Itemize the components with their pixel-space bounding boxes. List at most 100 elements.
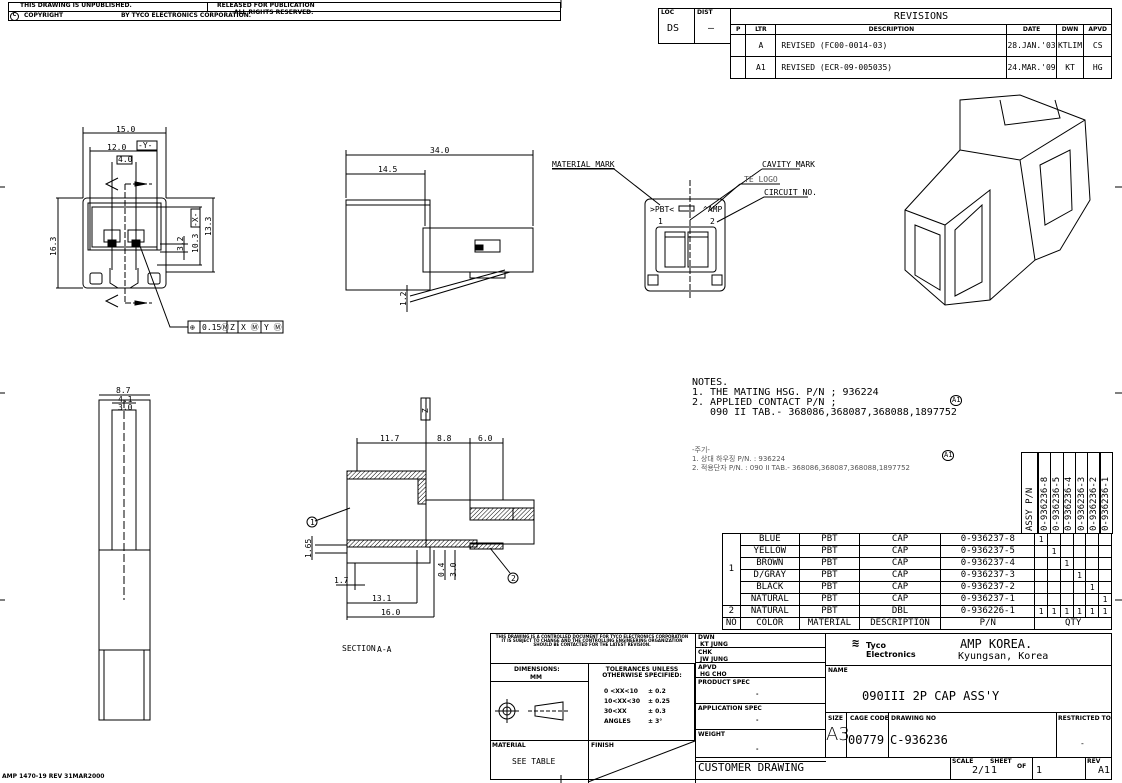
balloon-1: 1 (310, 518, 315, 527)
section-label: SECTION (342, 644, 376, 653)
amp-mark: ^AMP (703, 205, 722, 214)
section-view (306, 397, 535, 620)
notes: NOTES. 1. THE MATING HSG. P/N ; 936224 2… (692, 378, 957, 418)
dim-8-8: 8.8 (437, 434, 452, 443)
side-view (345, 150, 534, 312)
notes-title: NOTES. (692, 377, 729, 388)
size-value: A3 (826, 724, 850, 745)
copyright-icon: C (10, 12, 19, 21)
dim-15: 15.0 (116, 125, 135, 134)
dist-label: DIST (697, 9, 713, 16)
fcf-datum-x: X Ⓜ (241, 323, 259, 332)
bom-column-header: QTY (1034, 617, 1112, 630)
section-id: A-A (377, 645, 392, 654)
dim-12: 12.0 (107, 143, 126, 152)
datum-x: -X- (191, 213, 200, 227)
bom-column-header: NO (722, 617, 741, 630)
company-name: AMP KOREA. (960, 637, 1033, 651)
tolerance-range: 0 <XX<10 (604, 688, 638, 695)
te-logo-label: TE LOGO (744, 175, 778, 184)
restricted-value: - (1080, 739, 1085, 748)
top-view (98, 394, 151, 721)
material-mark-label: MATERIAL MARK (552, 160, 615, 169)
tolerance-value: ± 3° (648, 718, 663, 725)
weight-cell: WEIGHT- (696, 730, 826, 762)
dimensions-value: MM (530, 674, 542, 681)
of-value: 1 (1036, 765, 1043, 776)
korean-notes: -주기- 1. 상대 하우징 P/N. : 936224 2. 적용단자 P/N… (692, 446, 910, 473)
tolerance-row: ANGLES± 3° (604, 717, 670, 727)
sheet-label: SHEET (990, 758, 1012, 765)
sheet-value: 1 (991, 765, 998, 776)
revision-flag: A1 (950, 395, 963, 406)
revision-desc: REVISED (ECR-09-005035) (775, 56, 1008, 79)
dim-6-0: 6.0 (478, 434, 493, 443)
of-label: OF (1017, 763, 1027, 770)
application-spec-cell: APPLICATION SPEC- (696, 704, 826, 730)
cage-code-value: 00779 (848, 733, 885, 747)
tolerance-box (490, 663, 695, 741)
dim-4-1: 4.1 (118, 395, 133, 404)
dim-1-2: 1.2 (399, 291, 408, 306)
footer-form-number: AMP 1470-19 REV 31MAR2000 (2, 773, 105, 780)
dim-13-1: 13.1 (372, 594, 391, 603)
cavity-1: 1 (658, 217, 663, 226)
dim-0-4: 0.4 (437, 562, 446, 577)
tolerance-row: 10<XX<30± 0.25 (604, 697, 670, 707)
cage-code-label: CAGE CODE (850, 715, 889, 722)
rev-value: A1 (1098, 765, 1111, 776)
fcf-tolerance: 0.15Ⓜ (202, 323, 229, 332)
revision-dwn: KT (1055, 56, 1085, 79)
size-label: SIZE (828, 715, 844, 722)
dim-14-5: 14.5 (378, 165, 397, 174)
dwn-value: KT JUNG (700, 641, 728, 648)
datum-z: -Z- (421, 404, 430, 418)
divider (8, 11, 561, 12)
note-item: 2. APPLIED CONTACT P/N ; (692, 397, 837, 408)
korean-note-item: 2. 적용단자 P/N. : 090 II TAB.- 368086,36808… (692, 464, 910, 472)
dim-3-2: 3.2 (176, 236, 185, 251)
dim-34: 34.0 (430, 146, 449, 155)
dim-1-65: 1.65 (304, 539, 313, 558)
product-spec-label: PRODUCT SPEC (698, 679, 750, 686)
cavity-mark-label: CAVITY MARK (762, 160, 815, 169)
revision-flag: A1 (942, 450, 955, 461)
bom-column-header: DESCRIPTION (858, 617, 942, 630)
divider (207, 2, 208, 11)
revision-date: 24.MAR.'09 (1006, 56, 1057, 79)
cavity-2: 2 (710, 217, 715, 226)
loc-label: LOC (661, 9, 675, 16)
logo-line1: Tyco (866, 641, 886, 650)
pbt-mark: >PBT< (650, 205, 674, 214)
dwn-label: DWN (698, 634, 715, 641)
bom-color: BROWN (739, 557, 801, 570)
rev-label: REV (1087, 758, 1101, 765)
chk-label: CHK (698, 649, 713, 656)
product-spec-cell: PRODUCT SPEC- (696, 678, 826, 704)
dim-4: 4.0 (118, 155, 133, 164)
apvd-value: HG CHO (700, 671, 727, 678)
apvd-label: APVD (698, 664, 717, 671)
released-text: RELEASED FOR PUBLICATION (217, 2, 315, 9)
note-item: 1. THE MATING HSG. P/N ; 936224 (692, 387, 879, 398)
fcf-datum-y: Y Ⓜ (264, 323, 282, 332)
unpublished-text: THIS DRAWING IS UNPUBLISHED. (20, 2, 132, 9)
drawing-no-value: C-936236 (890, 733, 948, 747)
dim-1-7: 1.7 (334, 576, 349, 585)
tolerance-row: 0 <XX<10 ± 0.2 (604, 687, 670, 697)
disclaimer: THIS DRAWING IS A CONTROLLED DOCUMENT FO… (495, 634, 689, 647)
tolerance-value: ± 0.2 (648, 688, 666, 695)
